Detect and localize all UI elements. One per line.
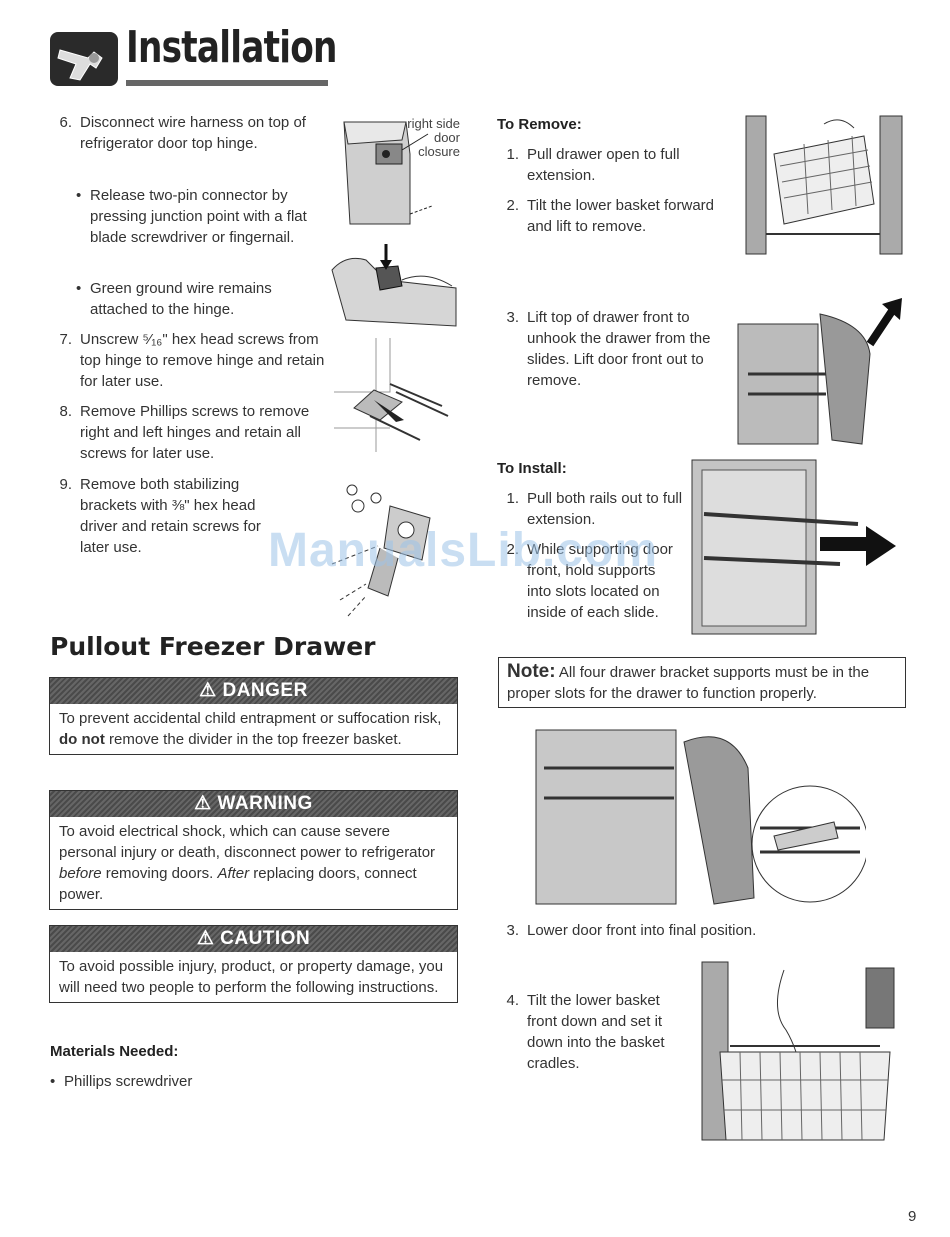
- remove-heading: To Remove:: [497, 116, 582, 133]
- step-6-bullet-1: •Release two-pin connector by pressing j…: [76, 187, 307, 246]
- remove-step-2: 2. Tilt the lower basket forward and lif…: [506, 197, 715, 235]
- install-rails-illustration: [690, 458, 900, 638]
- danger-box: ⚠ DANGER To prevent accidental child ent…: [49, 677, 458, 755]
- hinge-screws-illustration: [330, 332, 460, 454]
- note-box: Note: All four drawer bracket supports m…: [498, 657, 906, 708]
- page-number: 9: [908, 1208, 917, 1225]
- lift-drawer-illustration: [736, 294, 904, 452]
- page-title: Installation: [126, 22, 337, 73]
- stabilizing-bracket-illustration: [318, 468, 454, 618]
- danger-header: ⚠ DANGER: [50, 678, 457, 704]
- step-6-bullet-2: •Green ground wire remains attached to t…: [76, 280, 272, 318]
- remove-basket-illustration: [744, 114, 904, 256]
- title-underline: [126, 80, 328, 86]
- danger-text: To prevent accidental child entrapment o…: [59, 710, 442, 748]
- hinge-wire-illustration: [336, 114, 466, 234]
- step-9: 9. Remove both stabilizing brackets with…: [52, 474, 292, 558]
- warning-header: ⚠ WARNING: [50, 791, 457, 817]
- step-8-text: Remove Phillips screws to remove right a…: [80, 403, 310, 462]
- caution-header: ⚠ CAUTION: [50, 926, 457, 952]
- install-step-4: 4. Tilt the lower basket front down and …: [506, 992, 665, 1072]
- wrench-icon: [50, 28, 120, 88]
- install-step-2: 2. While supporting door front, hold sup…: [506, 541, 673, 621]
- remove-step-1: 1. Pull drawer open to full extension.: [506, 146, 680, 184]
- step-9-text: Remove both stabilizing brackets with ⅜"…: [80, 476, 261, 556]
- caution-box: ⚠ CAUTION To avoid possible injury, prod…: [49, 925, 458, 1003]
- door-front-illustration: [534, 728, 869, 906]
- connector-illustration: [326, 240, 460, 328]
- section-title: Pullout Freezer Drawer: [50, 632, 376, 661]
- install-step-3: 3. Lower door front into final position.: [506, 922, 757, 939]
- caution-text: To avoid possible injury, product, or pr…: [59, 958, 444, 996]
- basket-cradle-illustration: [700, 960, 896, 1142]
- step-6: 6. Disconnect wire harness on top of ref…: [52, 112, 334, 154]
- remove-step-3: 3. Lift top of drawer front to unhook th…: [506, 309, 711, 389]
- step-6-text: Disconnect wire harness on top of refrig…: [80, 114, 306, 152]
- step-7-text: Unscrew ⁵⁄₁₆" hex head screws from top h…: [80, 331, 325, 390]
- hinge-label: right side door closure: [407, 116, 460, 159]
- materials-item: •Phillips screwdriver: [50, 1073, 193, 1090]
- install-step-1: 1. Pull both rails out to full extension…: [506, 490, 683, 528]
- install-heading: To Install:: [497, 460, 567, 477]
- materials-heading: Materials Needed:: [50, 1043, 179, 1060]
- note-label: Note:: [507, 661, 556, 682]
- step-8: 8. Remove Phillips screws to remove righ…: [52, 401, 342, 464]
- warning-text: To avoid electrical shock, which can cau…: [59, 823, 436, 903]
- warning-box: ⚠ WARNING To avoid electrical shock, whi…: [49, 790, 458, 910]
- step-7: 7. Unscrew ⁵⁄₁₆" hex head screws from to…: [52, 329, 342, 392]
- note-text: All four drawer bracket supports must be…: [507, 664, 870, 702]
